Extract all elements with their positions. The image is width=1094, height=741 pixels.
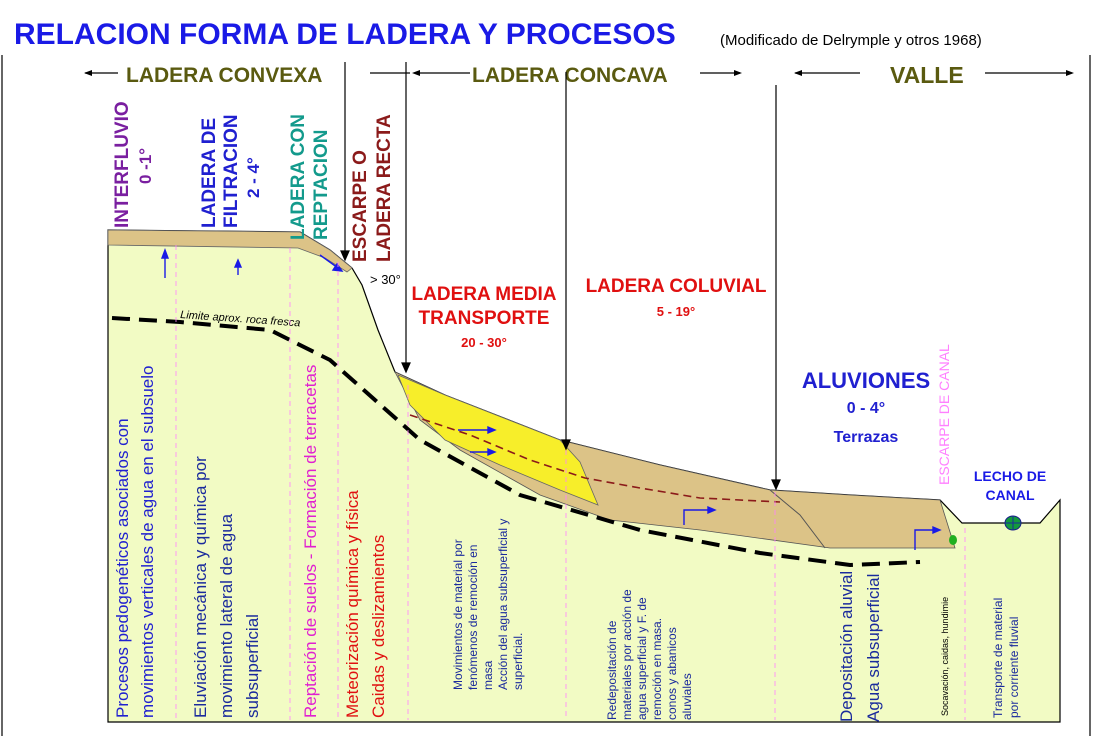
- header-convexa: LADERA CONVEXA: [126, 64, 322, 87]
- process-1-line-2: movimientos verticales de agua en el sub…: [138, 366, 157, 718]
- process-5-line-1: Movimientos de material por: [451, 539, 465, 690]
- aluviones-angle: 0 - 4°: [847, 400, 885, 417]
- filtracion-label-1: LADERA DE: [199, 118, 220, 228]
- process-labels: Procesos pedogenéticos asociados con mov…: [113, 365, 1021, 722]
- process-5-line-5: superficial.: [511, 633, 525, 690]
- interfluvio-label: INTERFLUVIO: [112, 101, 133, 228]
- coluvial-boundary: [769, 489, 826, 549]
- diagram-title: RELACION FORMA DE LADERA Y PROCESOS: [14, 18, 676, 51]
- aluviones-label: ALUVIONES: [802, 368, 930, 393]
- coluvial-label: LADERA COLUVIAL: [586, 276, 767, 297]
- roca-fresca-line: [111, 316, 921, 568]
- process-5-line-3: masa: [481, 660, 495, 690]
- slope-unit-labels: INTERFLUVIO 0 -1° LADERA DE FILTRACION 2…: [112, 101, 401, 287]
- diagram-subtitle: (Modificado de Delrymple y otros 1968): [720, 32, 982, 49]
- lecho-label-2: CANAL: [986, 487, 1035, 503]
- colluvium-deposit: [394, 371, 956, 549]
- process-4-line-1: Meteorización química y física: [343, 490, 362, 718]
- spring-icon: [949, 535, 957, 545]
- interfluvio-angle: 0 -1°: [136, 148, 155, 184]
- media-angle: 20 - 30°: [461, 335, 507, 350]
- process-2-line-1: Eluviación mecánica y química por: [191, 456, 210, 718]
- escarpe-label-2: LADERA RECTA: [374, 114, 395, 262]
- filtracion-label-2: FILTRACION: [221, 114, 242, 228]
- internal-dashed-line: [409, 414, 781, 503]
- process-1-line-1: Procesos pedogenéticos asociados con: [113, 418, 132, 718]
- process-6-line-6: aluviales: [680, 673, 694, 720]
- escarpe-canal-label: ESCARPE DE CANAL: [936, 344, 952, 485]
- process-6-line-4: remoción en masa.: [650, 618, 664, 720]
- boundary-arrows: [340, 62, 781, 491]
- process-2-line-3: subsuperficial: [243, 614, 262, 718]
- process-6-line-2: materiales por acción de: [620, 589, 634, 720]
- coluvial-angle: 5 - 19°: [657, 304, 695, 319]
- process-5-line-4: Acción del agua subsuperficial y: [496, 519, 510, 690]
- header-concava: LADERA CONCAVA: [472, 64, 668, 87]
- process-9-line-2: por corriente fluvial: [1007, 617, 1021, 718]
- media-label-1: LADERA MEDIA: [412, 284, 557, 305]
- process-2-line-2: movimiento lateral de agua: [217, 513, 236, 718]
- process-6-line-3: agua superficial y F. de: [635, 597, 649, 720]
- process-7-line-1: Depositación aluvial: [837, 571, 856, 722]
- zone-separators: [175, 245, 966, 720]
- process-5-line-2: fenómenos de remoción en: [466, 545, 480, 690]
- process-3-line-1: Reptación de suelos - Formación de terra…: [301, 365, 320, 718]
- reptacion-label-2: REPTACION: [311, 130, 332, 240]
- yellow-transport-deposit: [397, 374, 599, 506]
- process-7-line-2: Agua subsuperficial: [864, 574, 883, 722]
- escarpe-label-1: ESCARPE O: [350, 150, 371, 262]
- process-4-line-2: Caidas y deslizamientos: [369, 535, 388, 718]
- terrazas-label: Terrazas: [834, 429, 899, 446]
- process-9-line-1: Transporte de material: [991, 598, 1005, 718]
- header-valle: VALLE: [890, 62, 964, 88]
- filtracion-angle: 2 - 4°: [244, 157, 263, 198]
- process-6-line-5: conos y abanicos: [665, 627, 679, 720]
- reptacion-label-1: LADERA CON: [288, 114, 309, 240]
- header-band: LADERA CONVEXA LADERA CONCAVA VALLE: [84, 62, 1074, 88]
- process-8-line-1: Socavación, caidas, hundimie: [940, 597, 950, 716]
- terrain: Limite aprox. roca fresca: [107, 229, 1061, 723]
- process-6-line-1: Redepositación de: [605, 620, 619, 720]
- soil-layer: [107, 229, 353, 273]
- flow-arrows: [160, 248, 942, 550]
- lecho-label-1: LECHO DE: [974, 468, 1046, 484]
- media-label-2: TRANSPORTE: [419, 308, 550, 329]
- unit-labels-horizontal: LADERA MEDIA TRANSPORTE 20 - 30° LADERA …: [412, 276, 1047, 503]
- escarpe-angle: > 30°: [370, 272, 401, 287]
